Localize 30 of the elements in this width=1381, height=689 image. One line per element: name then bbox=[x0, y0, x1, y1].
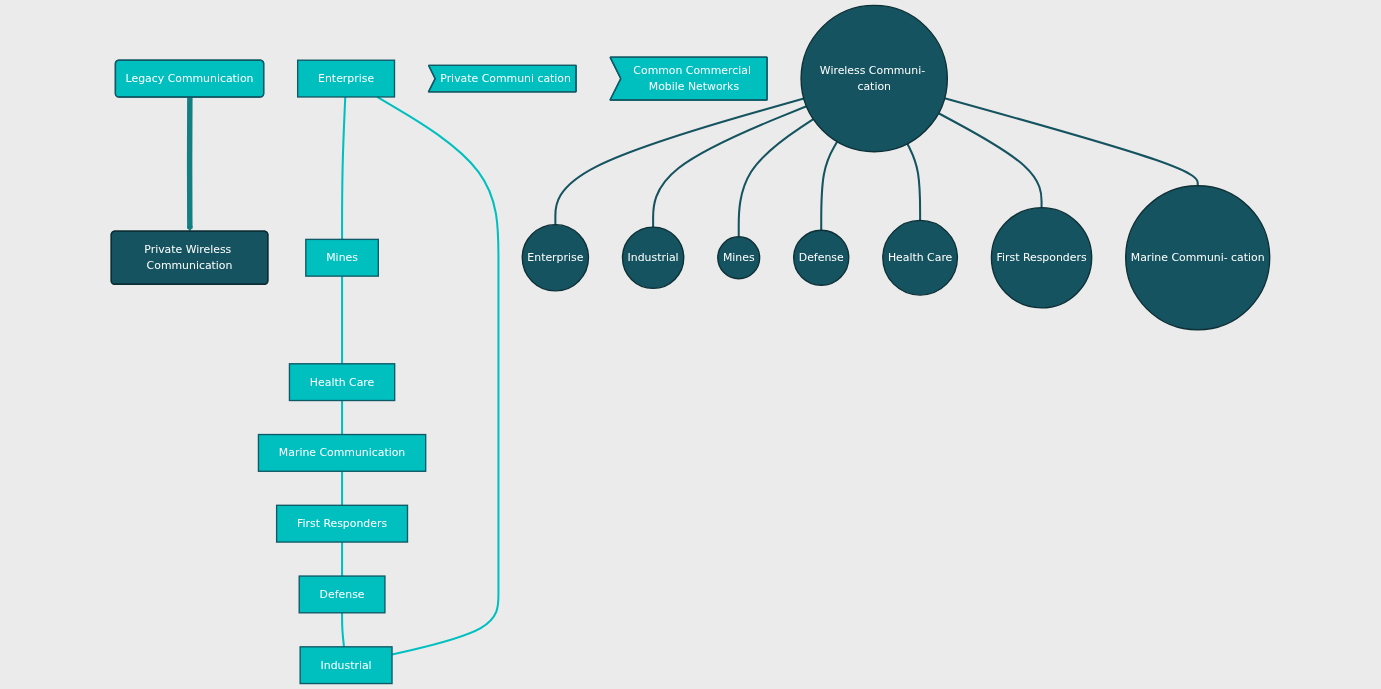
node-circle: First Responders bbox=[990, 206, 1093, 309]
node-box: Mines bbox=[305, 238, 379, 277]
node-box: Industrial bbox=[299, 646, 393, 685]
connector bbox=[737, 118, 814, 237]
node-box: Marine Communication bbox=[257, 433, 427, 472]
connector bbox=[944, 97, 1199, 186]
connector bbox=[906, 143, 922, 221]
connector bbox=[341, 612, 345, 647]
connector bbox=[341, 542, 344, 577]
connector bbox=[341, 471, 344, 506]
connector bbox=[376, 96, 500, 656]
node-circle: Defense bbox=[793, 229, 850, 286]
node-circle: Marine Communi- cation bbox=[1125, 185, 1271, 331]
node-circle: Health Care bbox=[882, 219, 959, 296]
connector bbox=[341, 276, 344, 364]
connector bbox=[341, 400, 344, 435]
node-box: First Responders bbox=[275, 504, 409, 543]
arrow bbox=[186, 97, 193, 232]
connector bbox=[554, 97, 805, 225]
node-box: Defense bbox=[298, 575, 386, 614]
node-box: Enterprise bbox=[297, 59, 396, 98]
node-circle: Enterprise bbox=[521, 223, 590, 292]
connector bbox=[652, 105, 807, 228]
connector bbox=[938, 112, 1043, 208]
connector bbox=[820, 141, 839, 231]
node-circle: Mines bbox=[717, 236, 761, 280]
connector bbox=[341, 96, 347, 240]
node-circle: Industrial bbox=[621, 226, 685, 290]
node-box: Health Care bbox=[288, 363, 396, 402]
node-circle: Wireless Communi- cation bbox=[800, 4, 949, 153]
